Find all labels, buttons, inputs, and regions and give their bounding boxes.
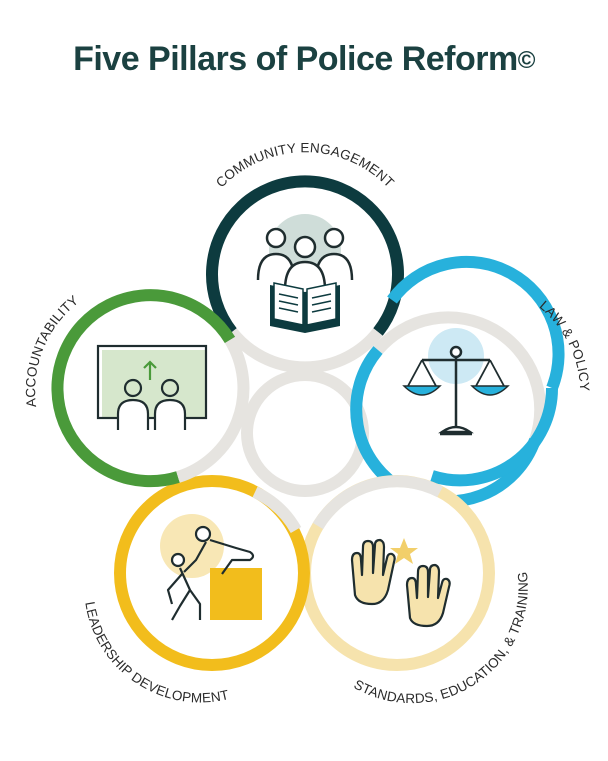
scales-of-justice-icon bbox=[402, 328, 510, 436]
raised-hands-star-icon bbox=[350, 538, 451, 628]
diagram-title: Five Pillars of Police Reform© bbox=[0, 40, 608, 79]
pillar-accountability bbox=[51, 289, 250, 488]
circle-fill bbox=[305, 481, 489, 665]
person-helping-climb-icon bbox=[160, 514, 262, 621]
center-connector-ring bbox=[241, 369, 369, 497]
pillar-law-and-policy bbox=[350, 255, 565, 508]
accountability-ring-connector bbox=[176, 336, 250, 483]
copyright-symbol: © bbox=[517, 47, 536, 74]
community-ring-arc bbox=[206, 175, 404, 336]
standards-ring-connector bbox=[312, 475, 443, 530]
pillar-community-engagement bbox=[206, 175, 404, 374]
community-ring-connector bbox=[227, 328, 383, 374]
pillar-leadership-development bbox=[114, 475, 310, 671]
leadership-ring bbox=[114, 475, 310, 671]
two-people-presentation-board-icon bbox=[96, 344, 208, 430]
leadership-ring-connector bbox=[252, 486, 302, 534]
people-reading-book-icon bbox=[256, 214, 354, 333]
pillar-standards-education-training bbox=[299, 475, 495, 671]
law-ring-connector bbox=[373, 311, 547, 442]
title-text: Five Pillars of Police Reform bbox=[73, 40, 518, 78]
accountability-ring-arc bbox=[51, 289, 236, 488]
